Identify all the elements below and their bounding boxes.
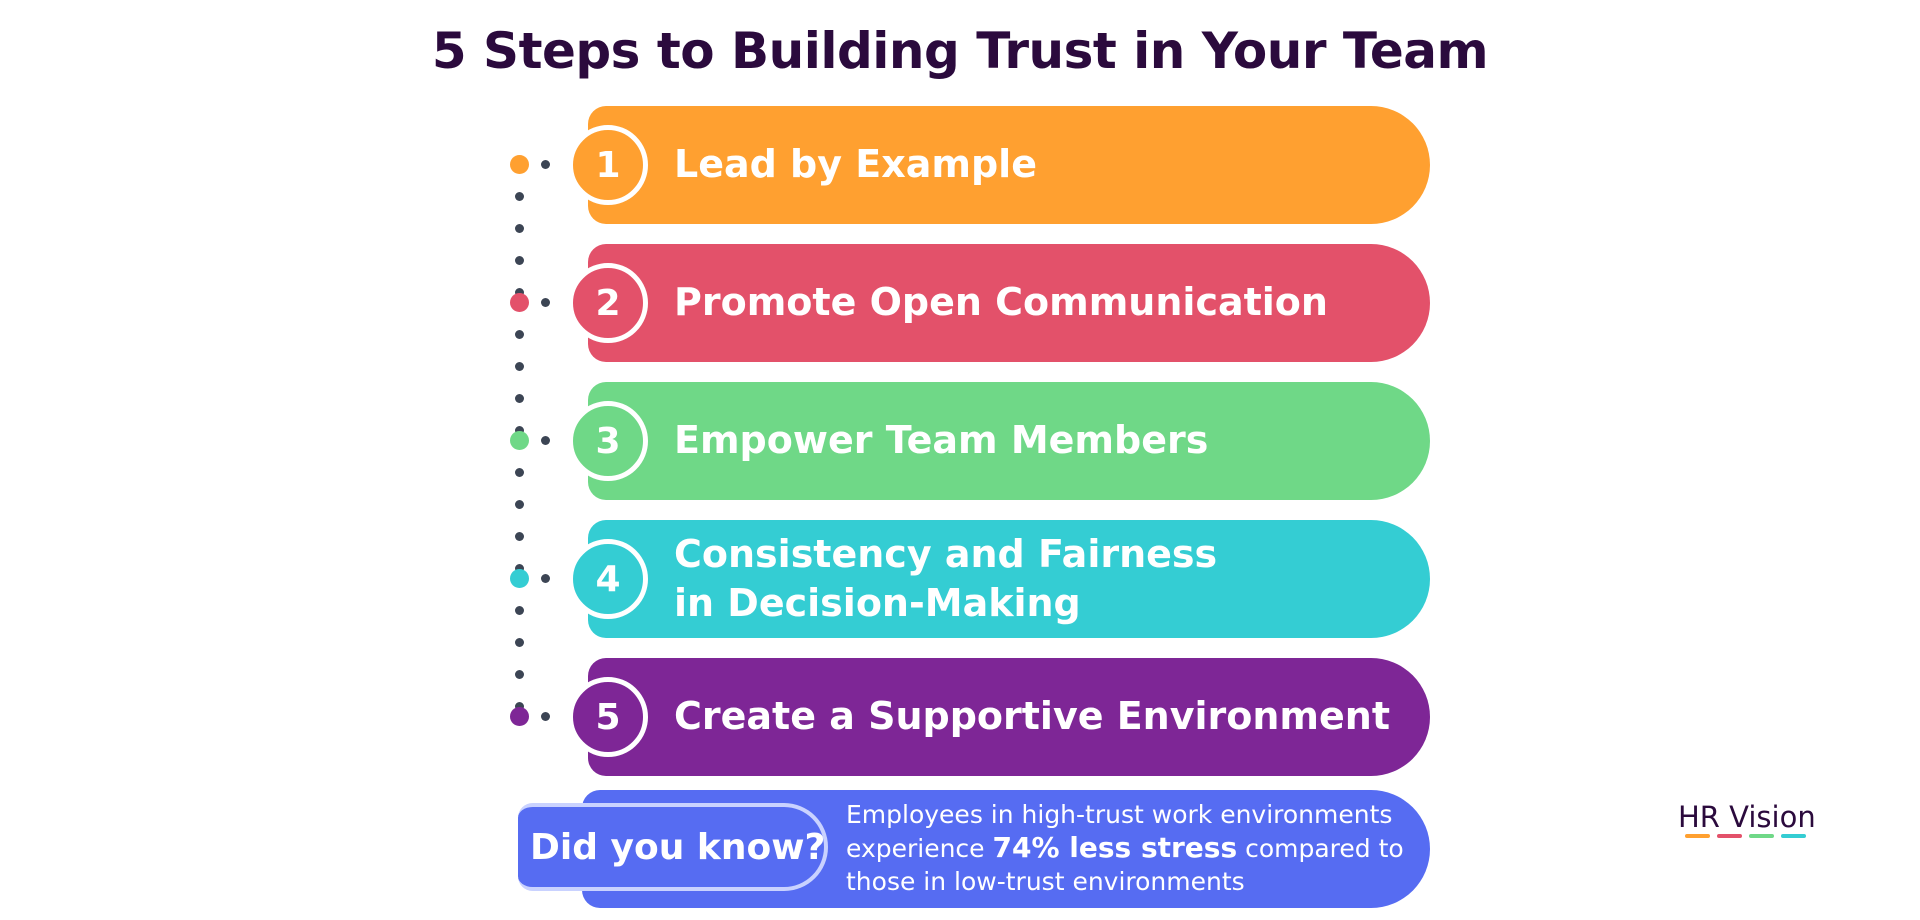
- brand-underline-segment: [1749, 834, 1774, 838]
- step-3-number-badge: 3: [568, 401, 648, 481]
- step-4-bar: [588, 520, 1430, 638]
- timeline-dot: [515, 426, 524, 435]
- step-4-number-badge: 4: [568, 539, 648, 619]
- timeline-dot: [541, 712, 550, 721]
- fact-highlight: 74% less stress: [992, 831, 1238, 864]
- step-3-bar: [588, 382, 1430, 500]
- timeline-marker-4: [510, 569, 529, 588]
- step-2-bar: [588, 244, 1430, 362]
- fact-text-after: compared to those in low-trust environme…: [846, 834, 1404, 896]
- timeline-dot: [515, 638, 524, 647]
- did-you-know-heading: Did you know?: [530, 826, 826, 868]
- timeline-dot: [541, 298, 550, 307]
- timeline-dot: [515, 468, 524, 477]
- timeline-marker-5: [510, 707, 529, 726]
- timeline-dot: [541, 574, 550, 583]
- step-2-number: 2: [595, 282, 621, 324]
- page-title: 5 Steps to Building Trust in Your Team: [431, 22, 1489, 80]
- fact-text-before: Employees in high-trust work environment…: [846, 800, 1393, 863]
- step-3-number: 3: [595, 420, 621, 462]
- did-you-know-badge: Did you know?: [518, 803, 828, 891]
- step-4-number: 4: [595, 558, 621, 600]
- step-5-number: 5: [595, 696, 621, 738]
- timeline-dot: [515, 606, 524, 615]
- timeline-dot: [515, 330, 524, 339]
- timeline-dot: [515, 224, 524, 233]
- brand-underline-segment: [1781, 834, 1806, 838]
- timeline-dot: [515, 670, 524, 679]
- timeline-marker-2: [510, 293, 529, 312]
- timeline-dot: [515, 532, 524, 541]
- brand-underline-segment: [1717, 834, 1742, 838]
- brand-logo: HR Vision: [1678, 800, 1816, 834]
- step-1-number: 1: [595, 144, 621, 186]
- step-5-bar: [588, 658, 1430, 776]
- step-4-label: Consistency and Fairness in Decision-Maki…: [674, 530, 1217, 628]
- step-4-label-line-1: Consistency and Fairness: [674, 532, 1218, 576]
- timeline-dot: [515, 256, 524, 265]
- step-5-label: Create a Supportive Environment: [674, 694, 1391, 738]
- step-4-label-line-2: in Decision-Making: [674, 581, 1081, 625]
- step-1-number-badge: 1: [568, 125, 648, 205]
- timeline-dot: [515, 564, 524, 573]
- step-1-label: Lead by Example: [674, 142, 1037, 186]
- brand-underline-segment: [1685, 834, 1710, 838]
- timeline-dot: [541, 436, 550, 445]
- timeline-marker-1: [510, 155, 529, 174]
- timeline-dot: [515, 500, 524, 509]
- timeline-dot: [515, 702, 524, 711]
- timeline-dot: [515, 362, 524, 371]
- timeline-dot: [515, 192, 524, 201]
- step-2-label: Promote Open Communication: [674, 280, 1328, 324]
- step-1-bar: [588, 106, 1430, 224]
- step-2-number-badge: 2: [568, 263, 648, 343]
- did-you-know-text: Employees in high-trust work environment…: [846, 798, 1406, 898]
- step-5-number-badge: 5: [568, 677, 648, 757]
- timeline-dot: [541, 160, 550, 169]
- timeline-dot: [515, 394, 524, 403]
- timeline-dot: [515, 288, 524, 297]
- step-3-label: Empower Team Members: [674, 418, 1209, 462]
- timeline-marker-3: [510, 431, 529, 450]
